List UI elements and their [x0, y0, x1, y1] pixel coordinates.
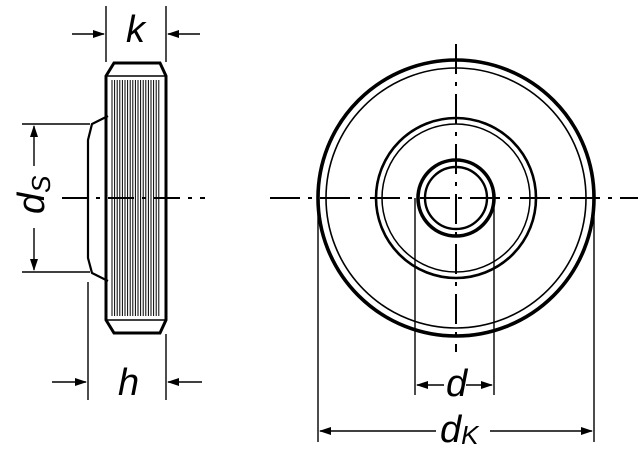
knurled-head-outline [104, 61, 168, 335]
label-d: d [446, 363, 469, 405]
label-dk: dK [440, 409, 480, 450]
dimension-k [72, 6, 200, 62]
label-ds-sub: S [26, 175, 56, 193]
side-view [62, 61, 205, 335]
label-dk-sub: K [461, 420, 480, 450]
label-ds-main: d [11, 191, 53, 214]
dimension-h [52, 282, 202, 400]
dimension-ds [22, 123, 90, 273]
label-h: h [118, 362, 139, 404]
label-k: k [126, 9, 147, 51]
front-view [270, 44, 638, 352]
label-ds: dS [11, 175, 56, 214]
dimension-d [414, 198, 495, 395]
dimension-dk [317, 200, 595, 442]
label-dk-main: d [440, 409, 463, 450]
